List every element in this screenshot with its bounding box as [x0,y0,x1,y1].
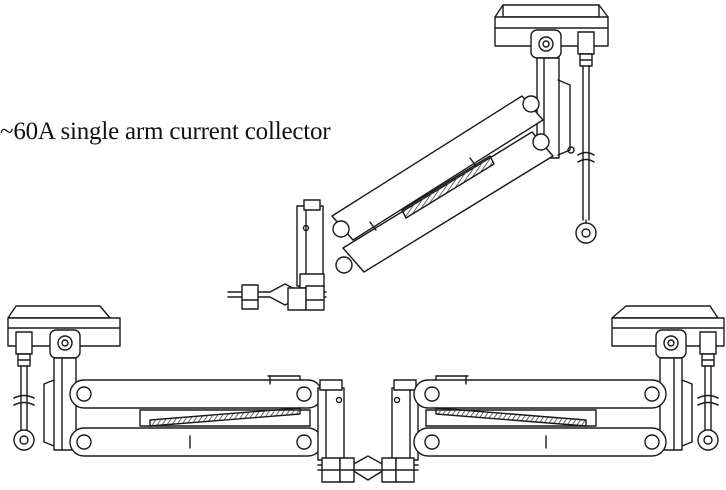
upper-arm-links [332,96,553,273]
lower-right-arm-collector [414,306,724,456]
lower-left-cable-lead [14,332,34,450]
upper-shoe-holder [228,200,326,310]
upper-single-arm-collector [228,5,608,310]
lower-right-arm-links [414,376,666,456]
lower-left-arm-collector [8,306,322,456]
lower-left-arm-links [70,376,322,456]
diagram-caption: ~60A single arm current collector [0,118,331,145]
lower-right-cable-lead [698,332,718,450]
upper-mount-clamp [495,5,608,58]
upper-cable-lead [576,32,596,243]
lower-central-shoe [318,380,418,482]
